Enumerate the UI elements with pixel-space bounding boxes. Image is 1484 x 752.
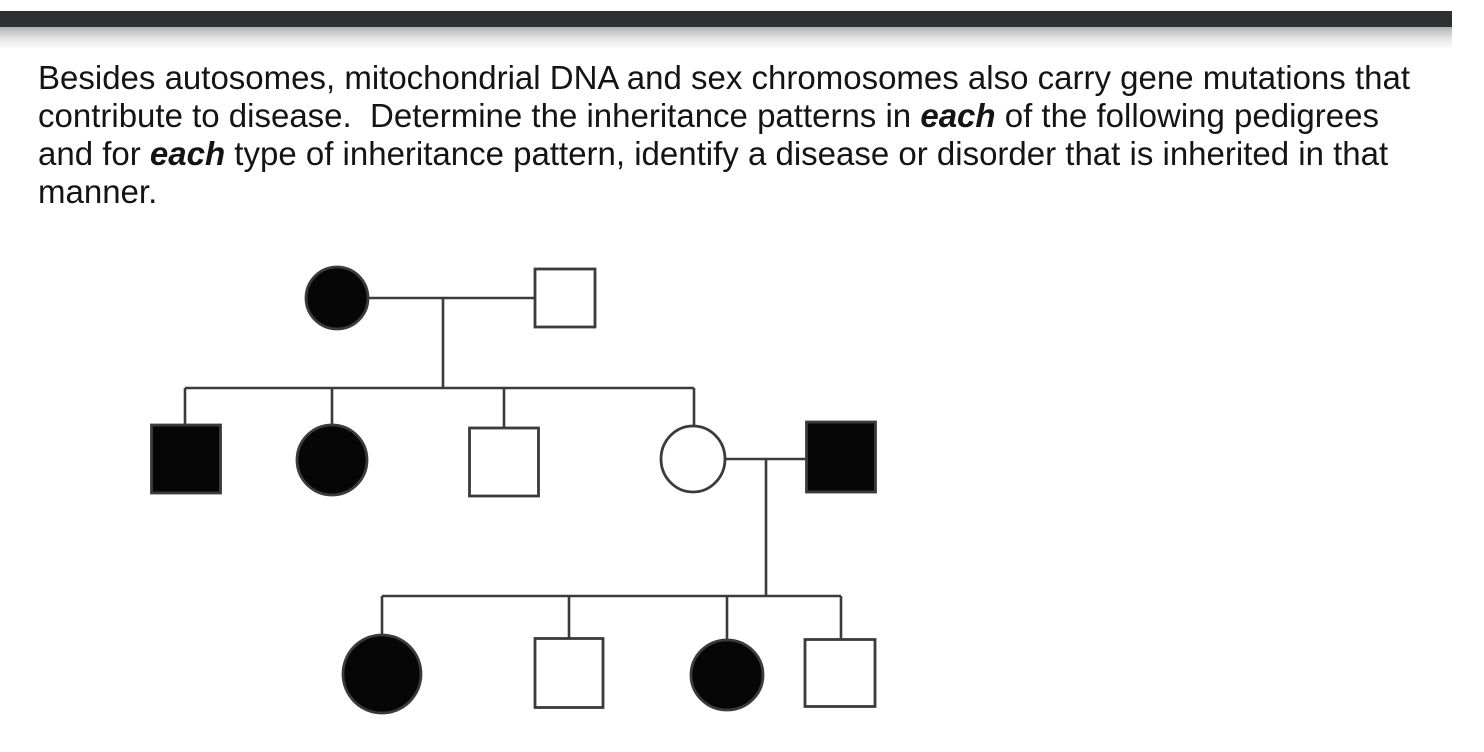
question-segment: contribute to disease. Determine the inh…	[38, 97, 921, 134]
question-segment: and for	[38, 135, 150, 172]
person-II-5-affected-male	[805, 420, 877, 494]
person-I-2-unaffected-male	[533, 267, 597, 329]
top-divider-bar	[0, 11, 1452, 27]
person-III-3-affected-female	[689, 638, 765, 712]
question-segment: of the following pedigrees	[995, 97, 1379, 134]
question-segment: type of inheritance pattern, identify a …	[225, 135, 1389, 172]
question-text: Besides autosomes, mitochondrial DNA and…	[38, 59, 1450, 211]
person-II-3-unaffected-male	[468, 426, 540, 498]
question-emphasis: each	[149, 135, 226, 172]
person-II-2-affected-female	[295, 423, 369, 497]
question-segment: Besides autosomes, mitochondrial DNA and…	[38, 59, 1410, 96]
person-II-1-affected-male	[150, 423, 222, 495]
person-III-1-affected-female	[341, 633, 423, 715]
top-divider-shadow	[0, 27, 1452, 49]
question-segment: manner.	[38, 173, 158, 210]
person-III-4-unaffected-male	[803, 638, 877, 708]
person-I-1-affected-female	[304, 265, 370, 331]
question-emphasis: each	[920, 97, 996, 134]
person-III-2-unaffected-male	[533, 637, 605, 709]
person-II-4-unaffected-female	[659, 424, 727, 494]
